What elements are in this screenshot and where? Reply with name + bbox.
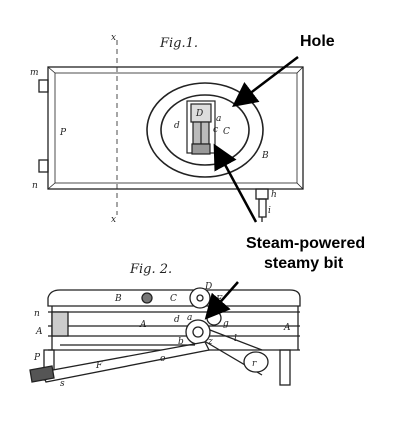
label-P: P (59, 128, 67, 138)
leg-right (279, 349, 291, 386)
figure-1 (38, 40, 304, 222)
label-n: n (32, 181, 38, 191)
label-D: D (195, 109, 203, 119)
lever-F (41, 341, 210, 383)
figure-2 (29, 287, 301, 386)
lid-ornament (141, 292, 153, 304)
label-x-bottom: x (111, 215, 116, 225)
label-n: n (34, 309, 40, 319)
steam-callout-line1: Steam-powered (246, 235, 366, 252)
hole-inner-ring (160, 94, 250, 166)
label-x-top: x (111, 33, 116, 43)
label-z: z (207, 337, 213, 347)
label-a: a (216, 114, 221, 124)
label-A-mid: A (139, 320, 147, 330)
label-b: b (178, 337, 184, 347)
pulley-r (243, 351, 269, 373)
steam-arrow-bottom (204, 281, 239, 320)
label-D: D (204, 282, 212, 292)
hole-arrow (232, 56, 299, 108)
end-block-left (51, 311, 69, 337)
figure-2-title: Fig. 2. (130, 262, 173, 277)
mechanism-top-view (186, 100, 216, 155)
hinge-top (38, 79, 49, 93)
steam-arrow-top (213, 143, 258, 223)
figure-1-labels: x x m n P B D a d c C h i (30, 33, 277, 225)
crank-fitting (255, 188, 269, 222)
pedal-P (29, 365, 55, 383)
label-A-left: A (35, 327, 43, 337)
label-d: d (174, 121, 180, 131)
label-r: r (252, 359, 257, 369)
label-P: P (33, 353, 41, 363)
label-B: B (114, 294, 122, 304)
label-F: F (95, 361, 103, 371)
label-d: d (174, 315, 180, 325)
hinge-bottom (38, 159, 49, 173)
label-c: c (213, 125, 218, 135)
hole-outer-ring (146, 82, 264, 178)
label-o: o (160, 354, 166, 364)
label-B: B (261, 151, 269, 161)
hole-callout: Hole (300, 33, 335, 50)
figure-1-title: Fig.1. (160, 36, 199, 51)
label-a: a (187, 313, 192, 323)
box-inner (54, 72, 298, 184)
label-i: i (268, 206, 271, 216)
steam-callout-line2: steamy bit (264, 255, 344, 272)
label-C: C (170, 294, 177, 304)
label-C: C (223, 127, 230, 137)
gear-E (185, 319, 211, 345)
box-outer (47, 66, 304, 190)
label-m: m (30, 68, 39, 78)
label-h: h (271, 190, 277, 200)
label-g: g (223, 319, 229, 329)
label-A-right: A (283, 323, 291, 333)
lid (47, 289, 301, 307)
label-l: l (234, 334, 237, 344)
label-s: s (60, 379, 65, 389)
